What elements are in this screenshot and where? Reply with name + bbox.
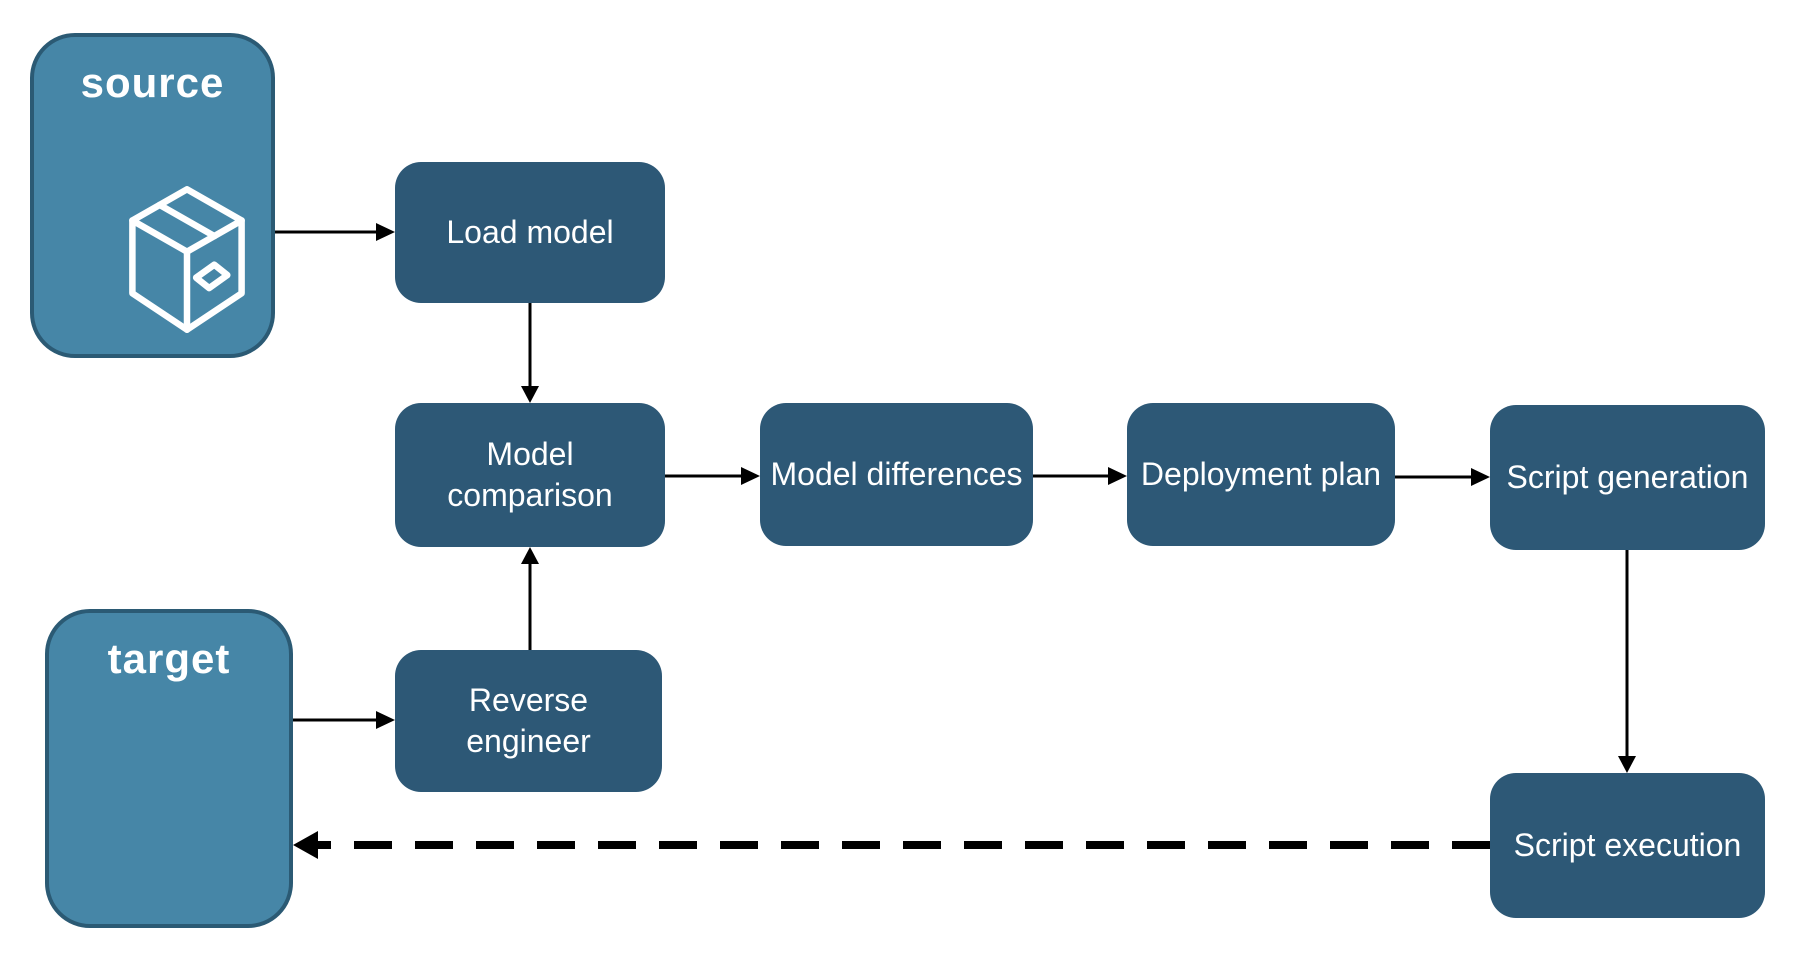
node-reverse-engineer-label: Reverse engineer (466, 682, 591, 759)
arrow-model-comparison-to-model-differences (665, 467, 760, 485)
node-load-model-label: Load model (446, 214, 614, 251)
arrow-script-execution-to-target-dashed (293, 831, 1490, 859)
arrow-script-generation-to-script-execution (1618, 550, 1636, 773)
node-script-execution: Script execution (1490, 773, 1765, 918)
node-source-label: source (80, 59, 225, 106)
node-script-execution-label: Script execution (1513, 827, 1742, 864)
arrow-target-to-reverse-engineer (293, 711, 395, 729)
node-model-comparison-label: Model comparison (447, 436, 613, 513)
package-icon (109, 177, 265, 342)
arrow-source-to-load-model (275, 223, 395, 241)
arrow-deployment-plan-to-script-generation (1395, 468, 1490, 486)
node-model-comparison: Model comparison (395, 403, 665, 547)
node-target: target (45, 609, 293, 928)
arrow-model-differences-to-deployment-plan (1033, 467, 1127, 485)
node-target-label: target (107, 635, 231, 682)
node-deployment-plan: Deployment plan (1127, 403, 1395, 546)
node-load-model: Load model (395, 162, 665, 303)
node-model-differences-label: Model differences (770, 456, 1023, 493)
node-script-generation-label: Script generation (1506, 459, 1749, 496)
node-script-generation: Script generation (1490, 405, 1765, 550)
node-source: source (30, 33, 275, 358)
node-deployment-plan-label: Deployment plan (1140, 456, 1382, 493)
node-model-differences: Model differences (760, 403, 1033, 546)
arrow-load-model-to-model-comparison (521, 303, 539, 403)
arrow-reverse-engineer-to-model-comparison (521, 547, 539, 650)
node-reverse-engineer: Reverse engineer (395, 650, 662, 792)
